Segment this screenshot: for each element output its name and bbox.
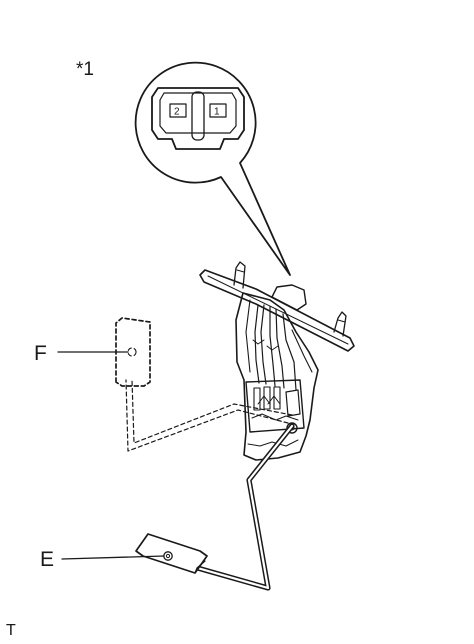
float-body-dashed (115, 317, 151, 387)
float-arm-f (115, 317, 293, 452)
callout-label-star-1: *1 (76, 59, 94, 80)
callout-bubble (134, 61, 291, 276)
float-arm-e (135, 423, 295, 591)
flange-bolt-left (233, 261, 246, 289)
connector-housing (151, 87, 245, 150)
float-arm-wire (191, 423, 295, 591)
sender-assembly (199, 261, 355, 461)
corner-mark: T (6, 622, 16, 639)
mounting-flange (199, 269, 355, 352)
leader-line-e (61, 555, 165, 560)
pin-1-label: 1 (214, 107, 220, 118)
position-label-e: E (40, 548, 55, 571)
connector-callout: 2 1 (134, 61, 291, 276)
sender-body (235, 292, 319, 461)
position-label-f: F (34, 342, 47, 365)
pin-2-label: 2 (174, 107, 180, 118)
flange-bolt-right (333, 311, 347, 337)
